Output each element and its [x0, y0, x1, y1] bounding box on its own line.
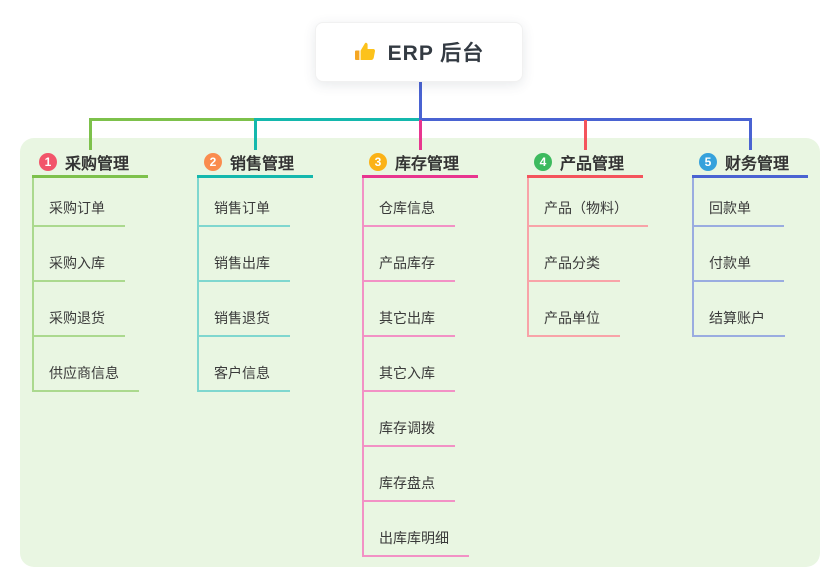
- branch-item-list: 产品（物料）产品分类产品单位: [527, 178, 648, 337]
- branch-column-3: 3 库存管理 仓库信息产品库存其它出库其它入库库存调拨库存盘点出库库明细: [362, 148, 478, 557]
- branch-3-item-6[interactable]: 库存盘点: [364, 447, 455, 502]
- connector-horizontal-left: [88, 118, 257, 121]
- branch-2-item-3[interactable]: 销售退货: [199, 282, 290, 337]
- branch-number-badge: 1: [39, 152, 57, 171]
- branch-1-item-3[interactable]: 采购退货: [34, 282, 125, 337]
- branch-number-badge: 2: [204, 152, 222, 171]
- branches-panel: 1 采购管理 采购订单采购入库采购退货供应商信息 2 销售管理 销售订单销售出库…: [20, 138, 820, 567]
- branch-3-item-7[interactable]: 出库库明细: [364, 502, 469, 557]
- branch-title-1[interactable]: 1 采购管理: [32, 148, 148, 178]
- branch-5-item-3[interactable]: 结算账户: [694, 282, 785, 337]
- thumbs-up-icon: [354, 40, 378, 64]
- connector-root-stem: [418, 82, 422, 121]
- branch-3-item-4[interactable]: 其它入库: [364, 337, 455, 392]
- branch-2-item-1[interactable]: 销售订单: [199, 178, 290, 227]
- connector-drop-4: [583, 120, 587, 150]
- branch-number-badge: 3: [369, 152, 387, 171]
- branch-5-item-1[interactable]: 回款单: [694, 178, 784, 227]
- root-node[interactable]: ERP 后台: [315, 22, 523, 82]
- connector-horizontal-right: [418, 118, 752, 121]
- branch-title-5[interactable]: 5 财务管理: [692, 148, 808, 178]
- branch-title-label: 产品管理: [560, 155, 625, 173]
- connector-drop-1: [88, 120, 92, 150]
- branch-5-item-2[interactable]: 付款单: [694, 227, 784, 282]
- branch-title-label: 库存管理: [395, 155, 460, 173]
- branch-column-2: 2 销售管理 销售订单销售出库销售退货客户信息: [197, 148, 313, 392]
- branch-column-5: 5 财务管理 回款单付款单结算账户: [692, 148, 808, 337]
- branch-title-4[interactable]: 4 产品管理: [527, 148, 643, 178]
- branch-3-item-1[interactable]: 仓库信息: [364, 178, 455, 227]
- branch-title-label: 采购管理: [65, 155, 130, 173]
- branch-item-list: 采购订单采购入库采购退货供应商信息: [32, 178, 148, 392]
- connector-horizontal-mid: [253, 118, 422, 121]
- branch-2-item-4[interactable]: 客户信息: [199, 337, 290, 392]
- branch-item-list: 回款单付款单结算账户: [692, 178, 808, 337]
- branch-3-item-2[interactable]: 产品库存: [364, 227, 455, 282]
- branch-title-3[interactable]: 3 库存管理: [362, 148, 478, 178]
- branch-title-2[interactable]: 2 销售管理: [197, 148, 313, 178]
- root-node-label: ERP 后台: [387, 42, 485, 65]
- branch-1-item-2[interactable]: 采购入库: [34, 227, 125, 282]
- branch-title-label: 销售管理: [230, 155, 295, 173]
- branch-item-list: 销售订单销售出库销售退货客户信息: [197, 178, 313, 392]
- branch-3-item-5[interactable]: 库存调拨: [364, 392, 455, 447]
- branch-1-item-1[interactable]: 采购订单: [34, 178, 125, 227]
- branch-1-item-4[interactable]: 供应商信息: [34, 337, 139, 392]
- branch-2-item-2[interactable]: 销售出库: [199, 227, 290, 282]
- branch-4-item-1[interactable]: 产品（物料）: [529, 178, 648, 227]
- branch-column-1: 1 采购管理 采购订单采购入库采购退货供应商信息: [32, 148, 148, 392]
- branch-4-item-3[interactable]: 产品单位: [529, 282, 620, 337]
- branch-title-label: 财务管理: [725, 155, 790, 173]
- branch-number-badge: 4: [534, 152, 552, 171]
- branch-column-4: 4 产品管理 产品（物料）产品分类产品单位: [527, 148, 648, 337]
- connector-drop-3: [418, 120, 422, 150]
- branch-number-badge: 5: [699, 152, 717, 171]
- branch-4-item-2[interactable]: 产品分类: [529, 227, 620, 282]
- connector-drop-5: [748, 120, 752, 150]
- connector-drop-2: [253, 120, 257, 150]
- branch-item-list: 仓库信息产品库存其它出库其它入库库存调拨库存盘点出库库明细: [362, 178, 478, 557]
- branch-3-item-3[interactable]: 其它出库: [364, 282, 455, 337]
